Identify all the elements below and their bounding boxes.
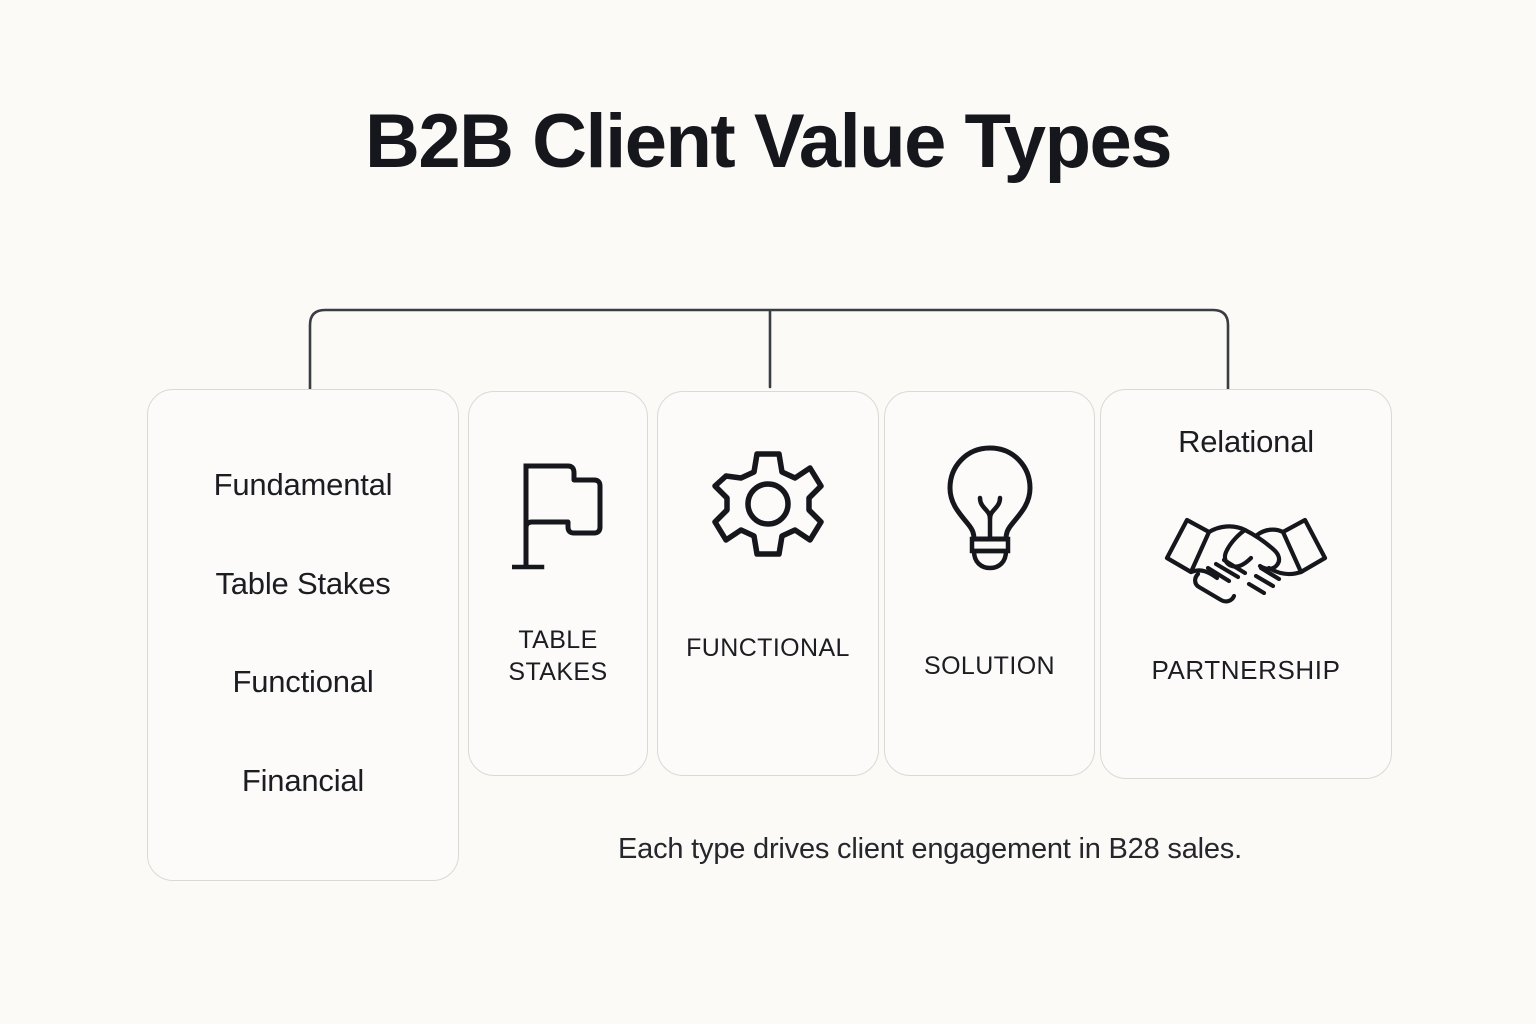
flag-icon <box>512 454 604 576</box>
table-stakes-card[interactable]: TABLE STAKES <box>468 391 648 776</box>
fundamental-label-1: Table Stakes <box>215 565 391 601</box>
solution-label: SOLUTION <box>924 652 1055 680</box>
gear-icon <box>709 448 827 560</box>
relational-header: Relational <box>1178 424 1314 459</box>
handshake-icon <box>1161 502 1331 608</box>
fundamental-label-2: Functional <box>232 664 374 700</box>
lightbulb-icon <box>942 442 1038 572</box>
fundamental-label-0: Fundamental <box>213 467 393 503</box>
functional-label: FUNCTIONAL <box>686 634 850 662</box>
functional-card[interactable]: FUNCTIONAL <box>657 391 879 776</box>
fundamental-label-3: Financial <box>241 762 365 798</box>
partnership-label: PARTNERSHIP <box>1151 655 1341 685</box>
caption-text: Each type drives client engagement in B2… <box>618 833 1242 865</box>
solution-card[interactable]: SOLUTION <box>884 391 1095 776</box>
relational-card[interactable]: Relational <box>1100 389 1392 779</box>
fundamental-card[interactable]: Fundamental Table Stakes Functional Fina… <box>147 389 459 881</box>
page-title: B2B Client Value Types <box>364 99 1173 184</box>
table-stakes-label: TABLE STAKES <box>508 626 608 686</box>
fundamental-label-stack: Fundamental Table Stakes Functional Fina… <box>148 390 458 880</box>
